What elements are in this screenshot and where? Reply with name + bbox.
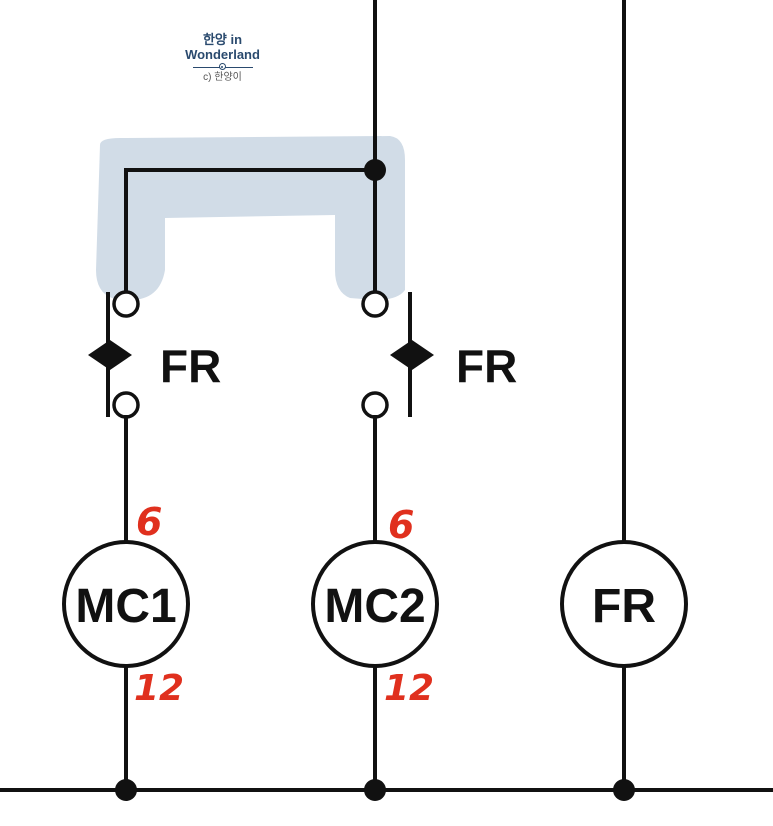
watermark-dot-icon <box>218 63 226 70</box>
right-contact-label: FR <box>456 340 517 392</box>
mc1-label: MC1 <box>75 580 176 633</box>
left-contact-label: FR <box>160 340 221 392</box>
watermark-title: 한양 in <box>202 32 243 47</box>
mc2-pin-bottom: 12 <box>384 668 434 709</box>
fr-coil-label: FR <box>592 580 656 633</box>
junction-bottom-fr <box>613 779 635 801</box>
mc1-pin-bottom: 12 <box>134 668 184 709</box>
left-contact-diamond <box>88 340 132 370</box>
left-contact-bottom-terminal <box>112 391 140 419</box>
watermark-subtitle: Wonderland <box>185 47 260 62</box>
junction-bottom-mc2 <box>364 779 386 801</box>
highlighted-path <box>96 136 405 300</box>
mc2-label: MC2 <box>324 580 425 633</box>
mc2-pin-top: 6 <box>388 503 414 547</box>
left-contact-top-terminal <box>112 290 140 318</box>
right-contact-bottom-terminal <box>361 391 389 419</box>
watermark: 한양 in Wonderland c) 한양이 <box>170 32 275 84</box>
junction-bottom-mc1 <box>115 779 137 801</box>
watermark-credit: c) 한양이 <box>203 72 242 83</box>
branch-to-left <box>124 168 377 295</box>
watermark-divider <box>192 63 253 70</box>
junction-top <box>364 159 386 181</box>
right-contact-diamond <box>390 340 434 370</box>
right-contact-top-terminal <box>361 290 389 318</box>
mc1-pin-top: 6 <box>136 500 162 544</box>
